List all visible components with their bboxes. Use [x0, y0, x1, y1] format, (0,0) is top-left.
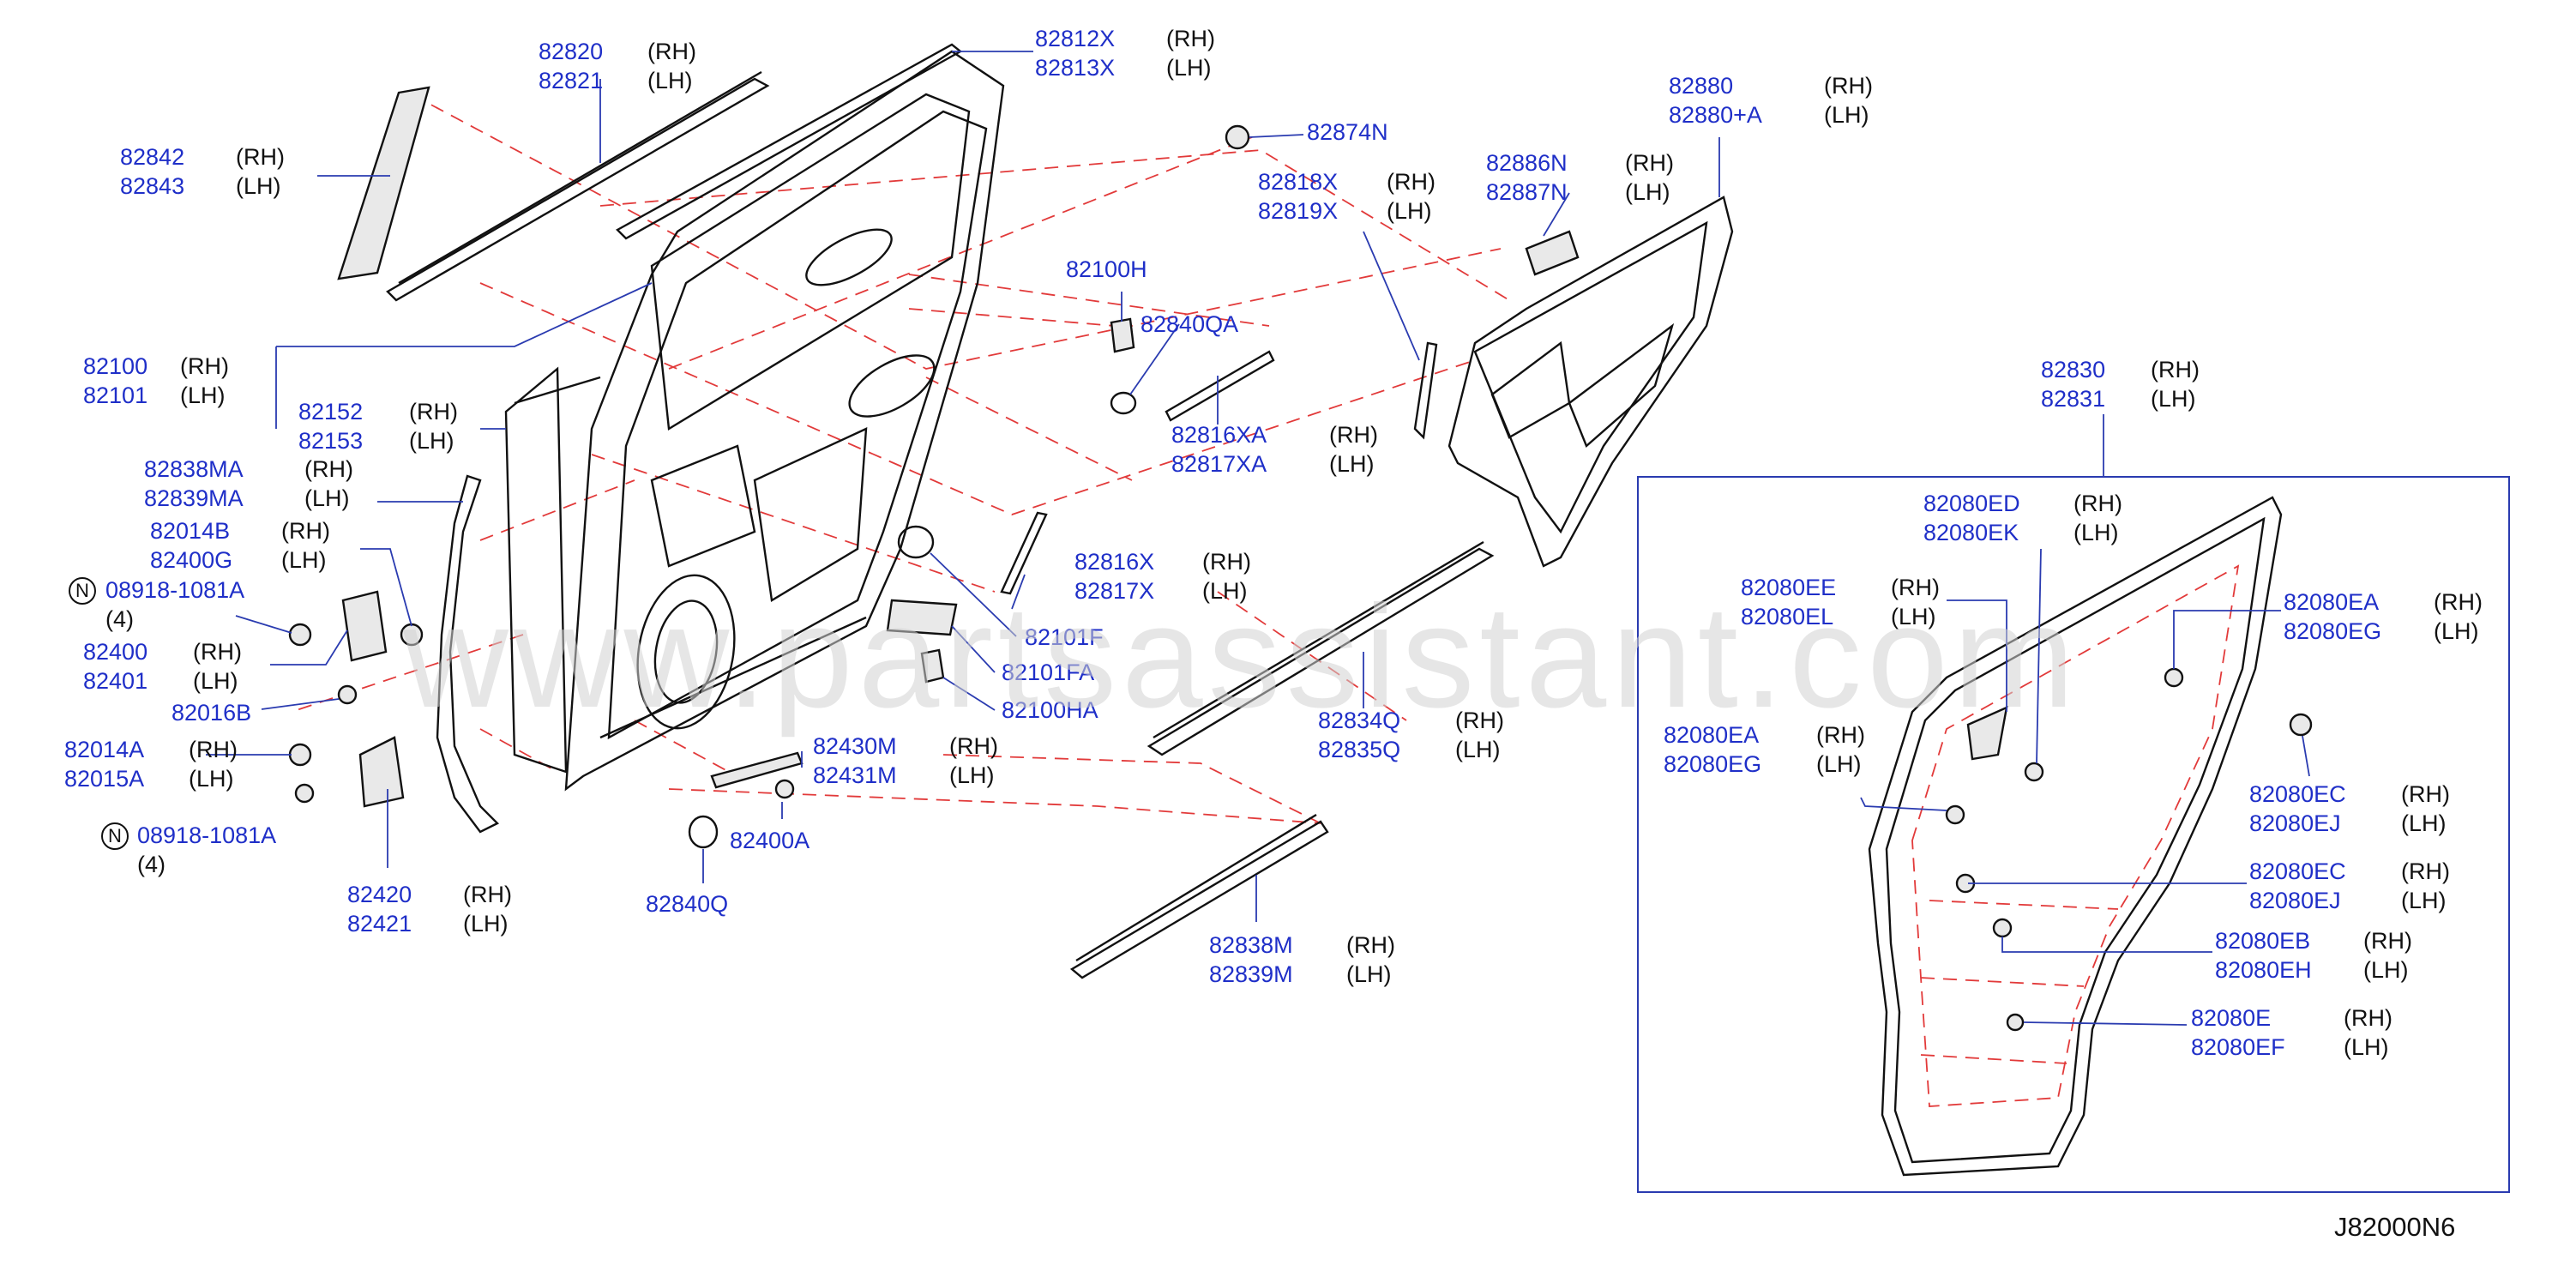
door-seal-box: [1637, 476, 2510, 1193]
callout-82080ed-sides: (RH)(LH): [2073, 491, 2122, 545]
alignment-lines: [291, 93, 1510, 824]
callout-82816xa-sides: (RH)(LH): [1329, 422, 1378, 477]
callout-82101fa: 82101FA: [1002, 660, 1095, 685]
callout-82080ea-right-sides: (RH)(LH): [2434, 589, 2483, 644]
leader-lines: [206, 51, 2310, 1026]
callout-82100ha: 82100HA: [1002, 697, 1098, 723]
callout-82100-sides: (RH)(LH): [180, 353, 229, 408]
callout-82080e-sides: (RH)(LH): [2344, 1005, 2392, 1060]
door-check: [688, 751, 803, 849]
belt-moulding: [1147, 540, 1495, 756]
n-symbol-2: N: [101, 822, 129, 850]
callout-82080eb-sides: (RH)(LH): [2363, 928, 2412, 983]
callout-82101f: 82101F: [1025, 624, 1104, 650]
callout-82840q: 82840Q: [646, 891, 729, 917]
callout-08918-1081a-2: 08918-1081A(4): [137, 822, 277, 877]
door-inner-panel: [504, 50, 1005, 792]
callout-82842-sides: (RH)(LH): [236, 144, 285, 199]
callout-82080ec-2-sides: (RH)(LH): [2401, 858, 2450, 913]
callout-82080ec-1-sides: (RH)(LH): [2401, 781, 2450, 836]
hinges: [288, 590, 424, 808]
callout-82874n: 82874N: [1307, 119, 1388, 145]
callout-82880-sides: (RH)(LH): [1824, 73, 1873, 128]
door-trim-panel: [1447, 196, 1734, 568]
lower-weatherstrip: [1069, 813, 1329, 979]
n-symbol-1: N: [69, 577, 96, 605]
weatherstrip-small: [436, 474, 500, 834]
callout-82080ea-left-sides: (RH)(LH): [1816, 722, 1865, 777]
callout-82016b: 82016B: [172, 700, 252, 726]
watermark: www.partsassistant.com: [403, 575, 2080, 738]
callout-82816x-sides: (RH)(LH): [1202, 549, 1251, 604]
door-weatherstrip: [1868, 496, 2313, 1177]
callout-82014b-sides: (RH)(LH): [281, 518, 330, 573]
callout-82080ee-sides: (RH)(LH): [1891, 575, 1940, 629]
callout-82886n-sides: (RH)(LH): [1625, 150, 1674, 205]
callout-82420-sides: (RH)(LH): [463, 882, 512, 937]
callout-82820-sides: (RH)(LH): [647, 39, 696, 93]
callout-82100h: 82100H: [1066, 256, 1147, 282]
callout-82840qa: 82840QA: [1141, 311, 1239, 337]
callout-82430m-sides: (RH)(LH): [949, 733, 998, 788]
callout-82838ma-sides: (RH)(LH): [304, 456, 353, 511]
callout-82400a: 82400A: [730, 828, 810, 853]
callout-08918-1081a-1: 08918-1081A(4): [105, 577, 245, 632]
callout-82400-sides: (RH)(LH): [193, 639, 242, 694]
callout-82818x-sides: (RH)(LH): [1387, 169, 1435, 224]
small-parts-centre: [886, 124, 1438, 684]
callout-82812x-sides: (RH)(LH): [1166, 26, 1215, 81]
callout-82152-sides: (RH)(LH): [409, 399, 458, 454]
pillar-garnish: [337, 86, 430, 280]
callout-82834q-sides: (RH)(LH): [1455, 708, 1504, 762]
callout-82830-sides: (RH)(LH): [2151, 357, 2200, 412]
callout-82838m-sides: (RH)(LH): [1346, 932, 1395, 987]
callout-82014a-sides: (RH)(LH): [189, 737, 238, 792]
diagram-code: J82000N6: [2334, 1212, 2456, 1242]
